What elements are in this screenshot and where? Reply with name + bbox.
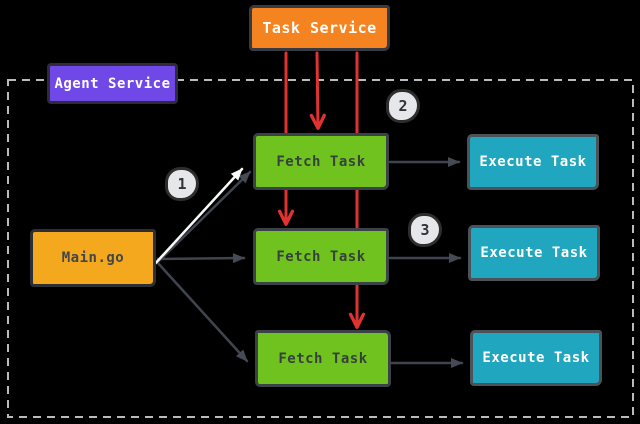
gray-arrow-main-to-fetch-1	[157, 170, 252, 263]
node-fetch-task-2: Fetch Task	[253, 228, 389, 285]
node-execute-task-2: Execute Task	[468, 225, 600, 281]
step-badge-3-label: 3	[420, 221, 430, 239]
gray-arrow-main-to-fetch-2	[156, 253, 246, 264]
node-agent-service-label: Agent Service	[54, 75, 171, 92]
node-fetch-task-3-label: Fetch Task	[278, 350, 368, 367]
node-task-service: Task Service	[249, 5, 390, 51]
node-execute-task-1-label: Execute Task	[479, 154, 587, 170]
node-execute-task-3: Execute Task	[470, 330, 602, 386]
step-badge-1: 1	[165, 167, 199, 201]
step-badge-3: 3	[408, 213, 442, 247]
node-fetch-task-1: Fetch Task	[253, 133, 389, 190]
step-badge-1-label: 1	[177, 175, 187, 193]
node-execute-task-1: Execute Task	[467, 134, 599, 190]
step-badge-2: 2	[386, 89, 420, 123]
node-execute-task-2-label: Execute Task	[480, 245, 588, 261]
white-arrow-main-to-fetch-1	[151, 167, 244, 268]
node-main-go: Main.go	[30, 229, 156, 287]
node-agent-service: Agent Service	[47, 63, 178, 104]
step-badge-2-label: 2	[398, 97, 408, 115]
node-fetch-task-1-label: Fetch Task	[276, 153, 366, 170]
node-main-go-label: Main.go	[61, 250, 125, 266]
red-arrow-task-to-fetch-1	[309, 51, 326, 130]
node-execute-task-3-label: Execute Task	[482, 350, 590, 366]
node-task-service-label: Task Service	[262, 19, 377, 37]
node-fetch-task-2-label: Fetch Task	[276, 248, 366, 265]
node-fetch-task-3: Fetch Task	[255, 330, 391, 387]
gray-arrow-main-to-fetch-3	[155, 260, 249, 363]
agent-service-boundary	[7, 79, 634, 418]
